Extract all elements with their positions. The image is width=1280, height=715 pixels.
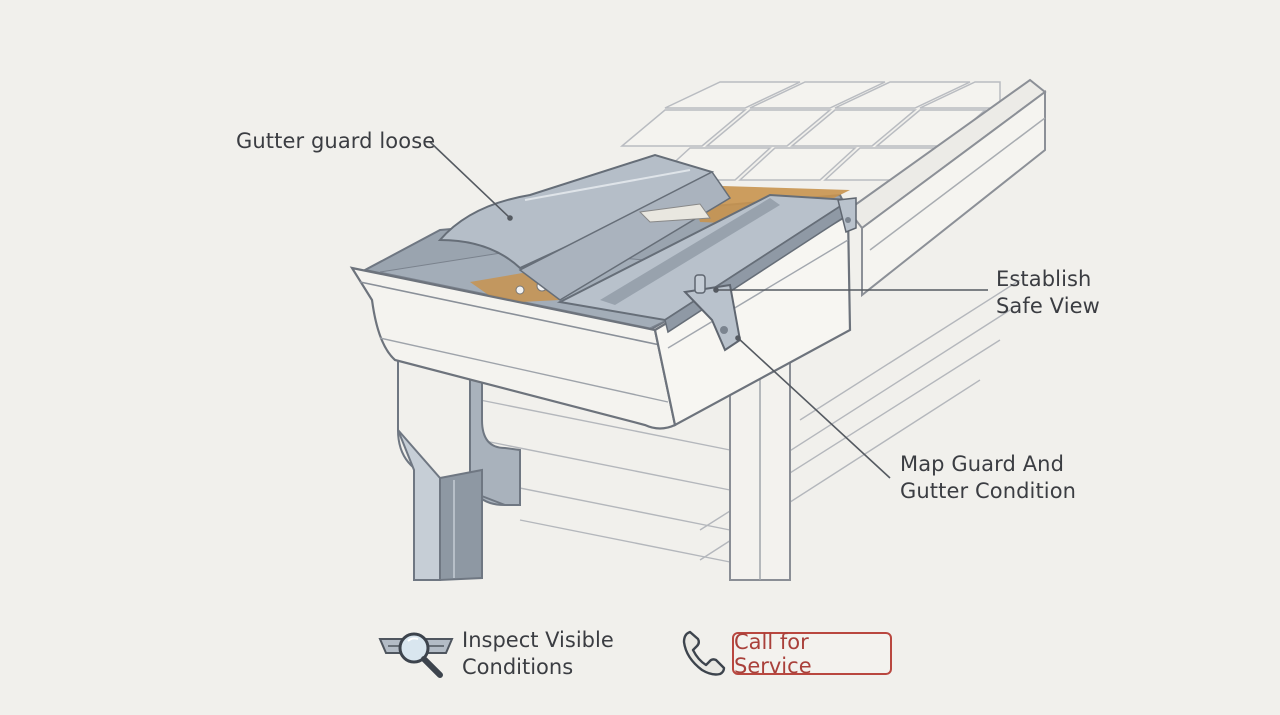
callout-leaders bbox=[429, 141, 988, 479]
callout-line-2: Gutter Condition bbox=[900, 479, 1077, 503]
callout-establish-safe-view: Establish Safe View bbox=[996, 266, 1100, 320]
inspect-line-1: Inspect Visible bbox=[462, 628, 614, 652]
callout-gutter-guard-loose: Gutter guard loose bbox=[236, 128, 435, 155]
corner-post bbox=[729, 358, 791, 581]
callout-line-1: Establish bbox=[996, 267, 1092, 291]
downspout bbox=[397, 354, 521, 582]
inspect-line-2: Conditions bbox=[462, 655, 574, 679]
inspect-visible-conditions: Inspect Visible Conditions bbox=[378, 627, 614, 681]
hanger-bracket bbox=[682, 197, 857, 352]
callout-line-1: Map Guard And bbox=[900, 452, 1065, 476]
call-for-service-button[interactable]: Call for Service bbox=[732, 629, 892, 678]
phone-handset-icon bbox=[682, 630, 726, 676]
call-button-label: Call for Service bbox=[734, 629, 812, 678]
magnifier-over-gutter-icon bbox=[378, 632, 454, 678]
leader-dots bbox=[507, 215, 741, 341]
callout-line-2: Safe View bbox=[996, 294, 1100, 318]
fascia-board bbox=[846, 78, 1047, 298]
callout-text: Gutter guard loose bbox=[236, 129, 436, 153]
callout-map-guard-condition: Map Guard And Gutter Condition bbox=[900, 451, 1076, 505]
